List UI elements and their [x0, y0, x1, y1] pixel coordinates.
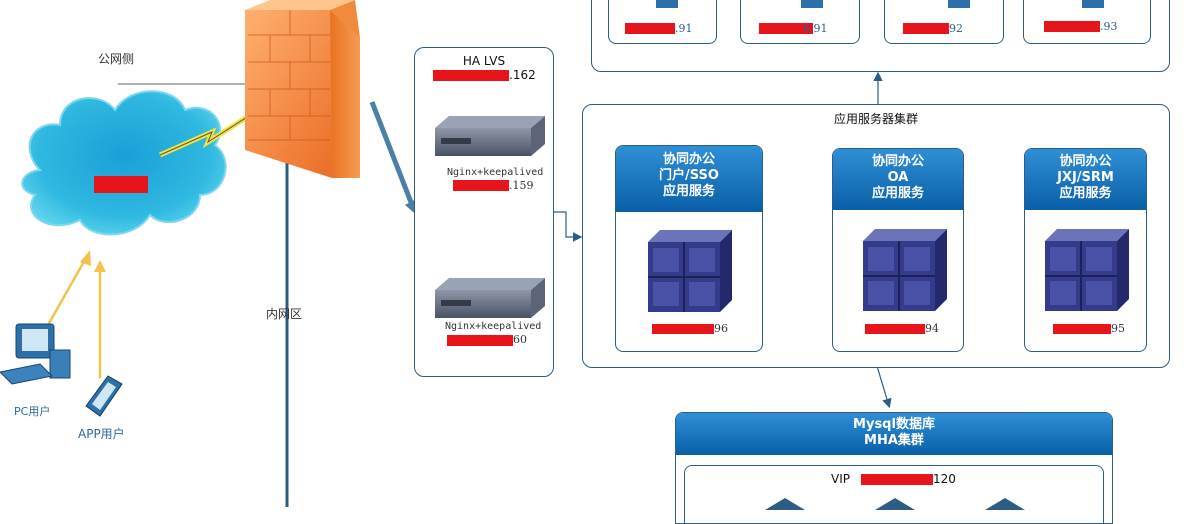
app-cluster-title: 应用服务器集群 [833, 112, 918, 126]
top-server-3-icon [948, 0, 970, 8]
app-server-oa-header: 协同办公 OA 应用服务 [833, 149, 963, 210]
public-side-label: 公网侧 [98, 52, 135, 66]
mysql-vip-redaction [861, 474, 933, 485]
lvs-node2-ip-redaction [447, 335, 513, 346]
ha-lvs-box: HA LVS .162 Nginx+keepalived .159 Nginx+… [414, 47, 554, 377]
pc-to-cloud-arrow [46, 257, 88, 326]
app-server-oa: 协同办公 OA 应用服务 94 [832, 148, 964, 352]
top-node-1-ip-redaction [625, 23, 675, 34]
lvs-node2-label: Nginx+keepalived [445, 321, 542, 332]
cloud-ip-redaction [94, 176, 148, 193]
app-server-portal-line1: 协同办公 [662, 152, 715, 167]
top-node-2-ip-suffix: 6.91 [803, 22, 828, 35]
lvs-server-2-icon [435, 278, 545, 318]
mysql-vip-suffix: 120 [933, 472, 956, 486]
server-rack-icon [1045, 229, 1129, 311]
app-server-oa-ip-suffix: 94 [925, 322, 939, 335]
lvs-vip-redaction [433, 70, 509, 81]
app-server-jxj-line3: 应用服务 [1059, 186, 1112, 201]
mysql-panel: Mysql数据库 MHA集群 VIP 120 [675, 412, 1113, 524]
firewall-icon [245, 0, 360, 178]
mysql-title-line2: MHA集群 [864, 433, 924, 448]
firewall-to-lvs-arrow [369, 101, 417, 211]
app-server-oa-line1: 协同办公 [871, 154, 924, 169]
top-node-1-ip-suffix: .91 [675, 22, 693, 35]
mysql-inner-box: VIP 120 [684, 465, 1104, 523]
mobile-phone-icon [85, 375, 123, 417]
server-rack-icon [863, 229, 947, 311]
app-server-jxj-ip-suffix: 95 [1111, 322, 1125, 335]
app-server-portal-ip-redaction [652, 324, 714, 334]
app-server-oa-ip-redaction [865, 324, 925, 334]
app-server-jxj-line1: 协同办公 [1059, 154, 1112, 169]
intranet-label: 内网区 [266, 307, 303, 321]
top-node-2-ip-redaction [759, 23, 813, 34]
server-rack-icon [648, 230, 732, 312]
top-cluster-box: .91 6.91 92 .93 [591, 0, 1170, 72]
top-node-3-ip-redaction [903, 23, 949, 34]
app-server-portal-line3: 应用服务 [662, 184, 715, 199]
lvs-node1-label: Nginx+keepalived [447, 167, 544, 178]
lvs-vip-suffix: .162 [509, 68, 536, 82]
pc-computer-icon [0, 323, 71, 385]
lvs-node1-ip-redaction [453, 180, 509, 191]
app-server-portal: 协同办公 门户/SSO 应用服务 96 [615, 145, 763, 352]
lvs-server-1-icon [435, 116, 545, 156]
top-server-1-icon [656, 0, 678, 8]
db-node-icons [765, 498, 1025, 510]
pc-user-label: PC用户 [14, 405, 51, 418]
app-server-oa-line2: OA [887, 170, 909, 185]
app-user-label: APP用户 [78, 427, 125, 441]
top-server-4-icon [1082, 0, 1104, 8]
app-server-portal-ip-suffix: 96 [714, 322, 728, 335]
app-server-oa-line3: 应用服务 [871, 186, 924, 201]
lvs-node1-ip-suffix: .159 [509, 179, 534, 192]
top-server-2-icon [801, 0, 823, 8]
lvs-node2-ip-suffix: 60 [513, 333, 527, 346]
diagram-canvas [21, 0, 892, 507]
app-server-jxj-header: 协同办公 JXJ/SRM 应用服务 [1025, 149, 1146, 210]
app-server-jxj: 协同办公 JXJ/SRM 应用服务 95 [1024, 148, 1147, 352]
app-server-jxj-line2: JXJ/SRM [1057, 170, 1114, 185]
mysql-header: Mysql数据库 MHA集群 [676, 413, 1112, 455]
top-node-3: 92 [884, 0, 1004, 44]
top-node-4-ip-redaction [1044, 21, 1100, 32]
top-node-2: 6.91 [740, 0, 860, 44]
app-server-portal-header: 协同办公 门户/SSO 应用服务 [616, 146, 762, 212]
lvs-to-cluster-arrow [553, 211, 583, 242]
app-server-jxj-ip-redaction [1053, 324, 1111, 334]
ha-lvs-title: HA LVS [462, 54, 506, 68]
mysql-title-line1: Mysql数据库 [853, 417, 935, 432]
top-node-3-ip-suffix: 92 [949, 22, 963, 35]
cluster-to-mysql-arrow [876, 365, 892, 409]
top-node-4-ip-suffix: .93 [1100, 20, 1118, 33]
mysql-vip-label: VIP [831, 472, 850, 486]
app-server-portal-line2: 门户/SSO [659, 168, 719, 183]
internet-cloud-icon [21, 90, 227, 236]
